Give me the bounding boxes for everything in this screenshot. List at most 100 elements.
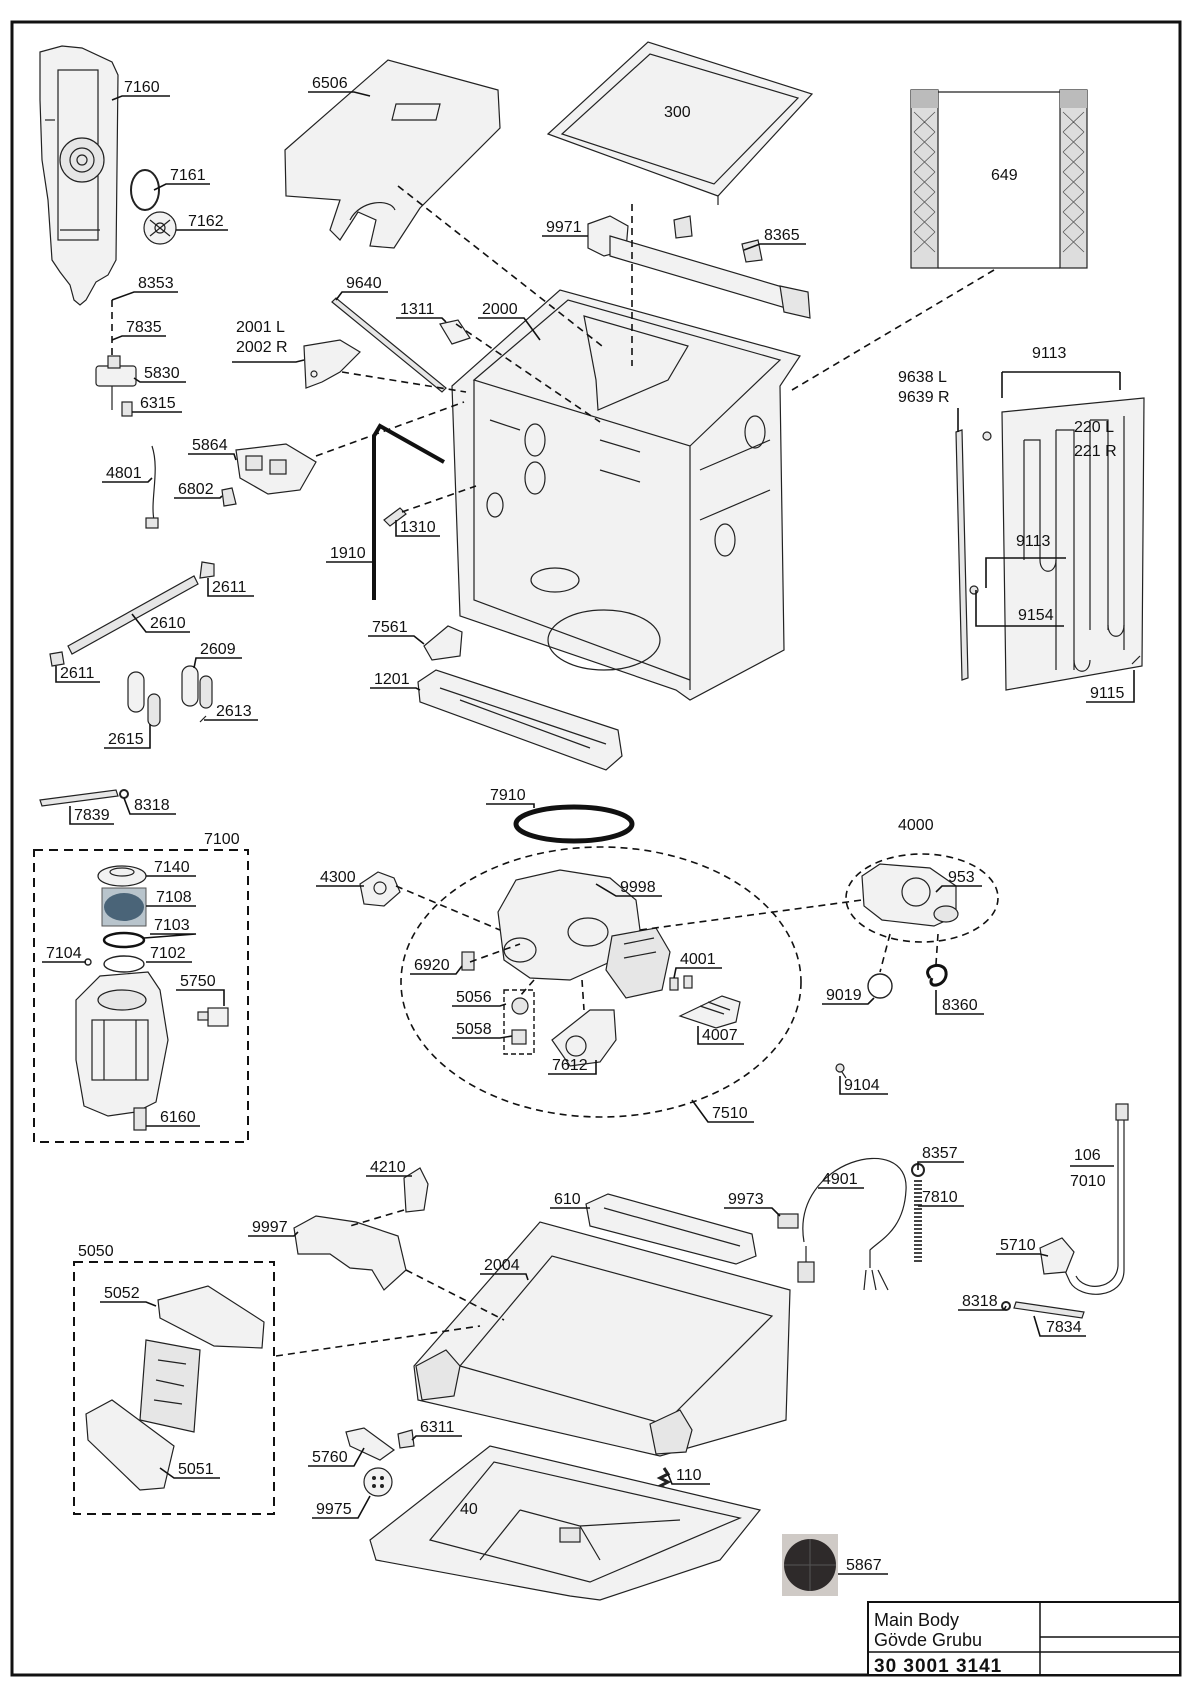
part-label-7104: 7104 (46, 945, 82, 962)
part-7910-ring (513, 804, 635, 844)
part-label-2611b: 2611 (60, 665, 95, 682)
leader-line-2000 (478, 317, 541, 341)
part-5867-photo (782, 1534, 838, 1596)
part-5830-valve (95, 300, 137, 410)
leader-line-9115 (1086, 670, 1135, 703)
leader-line-6920 (410, 965, 463, 975)
part-4007-filter-housing (678, 995, 741, 1029)
part-label-649: 649 (991, 167, 1018, 184)
part-9971-rail (609, 235, 811, 319)
part-label-2000: 2000 (482, 301, 518, 318)
part-label-2001: 2001 L (236, 319, 285, 336)
part-label-4000: 4000 (898, 817, 934, 834)
part-label-9104: 9104 (844, 1077, 880, 1094)
part-label-7810: 7810 (922, 1189, 958, 1206)
leader-line-6506 (308, 91, 371, 97)
part-label-4001: 4001 (680, 951, 716, 968)
leader-line-8360 (935, 990, 984, 1015)
part-label-7834: 7834 (1046, 1319, 1082, 1336)
leader-line-2002 (232, 359, 305, 363)
part-label-5052: 5052 (104, 1285, 140, 1302)
part-label-5830: 5830 (144, 365, 180, 382)
part-label-9638: 9638 L (898, 369, 947, 386)
title-block-name-en: Main Body (874, 1610, 959, 1630)
leader-line-5058 (452, 1035, 513, 1039)
part-9638-side-strip (955, 429, 969, 681)
leader-line-2610 (131, 613, 190, 633)
part-4901-power-cable (797, 1157, 907, 1291)
leader-line-6802 (174, 495, 223, 499)
group-7100-box (33, 849, 249, 1143)
leader-line-9104 (839, 1076, 888, 1095)
part-2613-pin (199, 715, 207, 723)
part-label-5864: 5864 (192, 437, 228, 454)
part-label-5058: 5058 (456, 1021, 492, 1038)
part-106-inlet-hose (1059, 1103, 1129, 1295)
part-label-1310: 1310 (400, 519, 436, 536)
part-label-8365: 8365 (764, 227, 800, 244)
part-7161-ring (130, 169, 160, 211)
part-5710-valve (1039, 1237, 1075, 1275)
part-label-7140: 7140 (154, 859, 190, 876)
title-block-code: 30 3001 3141 (874, 1656, 1002, 1677)
part-8318-clip-a (119, 789, 129, 799)
leader-line-7161 (153, 183, 210, 191)
part-label-8360: 8360 (942, 997, 978, 1014)
part-7810-drain-hose (911, 1163, 925, 1262)
part-5750-valve (197, 1007, 229, 1027)
part-649-insulation (910, 89, 1088, 269)
leader-line-7160 (111, 95, 170, 101)
part-label-6920: 6920 (414, 957, 450, 974)
part-2611-caps (49, 561, 215, 667)
part-9115-screw (1131, 655, 1141, 665)
part-label-9997: 9997 (252, 1219, 288, 1236)
leader-line-1310 (395, 520, 440, 537)
part-label-5056: 5056 (456, 989, 492, 1006)
leader-line-7835 (111, 335, 166, 341)
leader-line-1201 (370, 687, 421, 691)
part-label-610: 610 (554, 1191, 581, 1208)
leader-line-8357 (917, 1161, 964, 1170)
part-9975-filter-disc (363, 1467, 393, 1497)
part-1910-seal (372, 423, 445, 600)
part-label-2615: 2615 (108, 731, 144, 748)
leader-line-953 (935, 885, 982, 893)
leader-line-9113b (985, 557, 1066, 588)
leader-line-5760 (308, 1447, 365, 1467)
leader-line-9997 (248, 1231, 299, 1237)
leader-line-7561 (368, 635, 425, 645)
part-610-control-strip (585, 1193, 757, 1265)
leader-line-5864 (188, 453, 237, 461)
part-label-9019: 9019 (826, 987, 862, 1004)
leader-line-5051 (159, 1467, 220, 1479)
part-40-base-tray (369, 1445, 762, 1601)
part-label-8353: 8353 (138, 275, 174, 292)
leader-line-2615 (104, 724, 151, 749)
part-4801-sensor-wire (145, 445, 159, 529)
leader-line-7839 (69, 806, 114, 825)
part-label-9113b: 9113 (1016, 533, 1051, 550)
part-4300-heater-sensor (359, 871, 401, 907)
leader-line-9640 (335, 291, 388, 301)
part-8318-clip-b (1001, 1301, 1011, 1311)
part-9997-cover (293, 1215, 407, 1291)
part-label-2609: 2609 (200, 641, 236, 658)
part-label-40: 40 (460, 1501, 478, 1518)
part-4210-sensor (403, 1167, 429, 1213)
leader-line-5750 (176, 989, 225, 1006)
part-2609-holders (127, 665, 213, 727)
leader-line-9019 (822, 997, 875, 1005)
leader-line-2611a (207, 578, 254, 597)
part-label-1311: 1311 (400, 301, 435, 318)
part-6506-cover (284, 59, 501, 249)
part-9640-strip (331, 297, 447, 393)
part-label-2002: 2002 R (236, 339, 288, 356)
leader-line-9975 (312, 1495, 371, 1519)
part-label-110: 110 (676, 1467, 702, 1484)
part-label-9971: 9971 (546, 219, 582, 236)
part-label-9639: 9639 R (898, 389, 950, 406)
leader-line-4801 (102, 477, 153, 483)
part-9104-screw (835, 1063, 847, 1079)
part-6315-clip (121, 401, 133, 417)
